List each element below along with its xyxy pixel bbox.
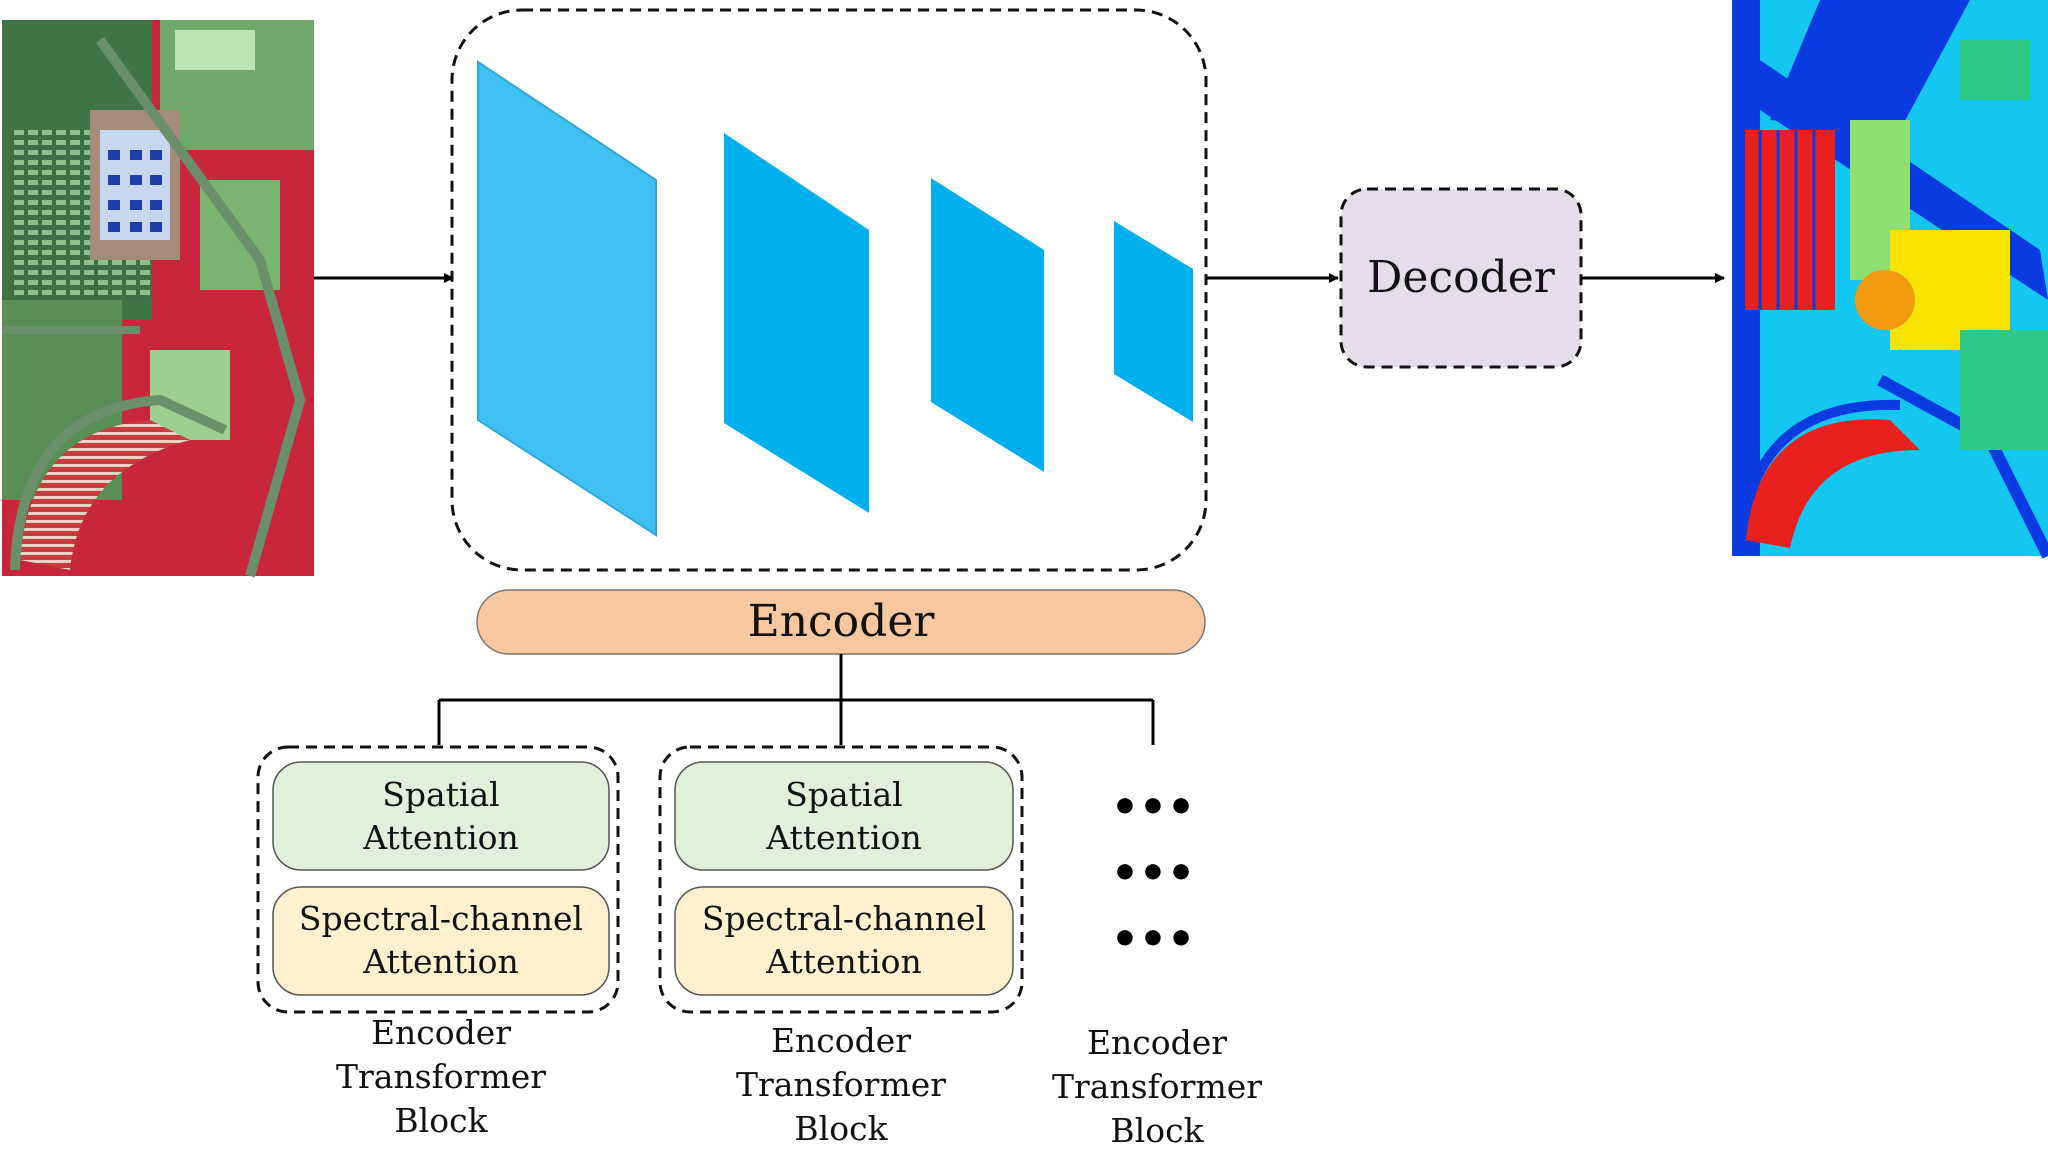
- encoder-label: Encoder: [748, 596, 936, 647]
- block-2-spectral-attention-box: [674, 886, 1014, 996]
- block-1-spectral-attention-box: [272, 886, 610, 996]
- block-2-spatial-attention-box: [674, 761, 1014, 871]
- ellipsis-row-1: •••: [1111, 782, 1195, 833]
- feature-layer-4: [1114, 221, 1193, 422]
- block-1-spatial-line-1: Spatial: [382, 775, 499, 814]
- ellipsis-block: ••• ••• ••• Encoder Transformer Block: [1052, 782, 1262, 1150]
- ellipsis-caption-line-3: Block: [1110, 1111, 1204, 1150]
- block-2-caption-line-3: Block: [794, 1109, 888, 1148]
- block-2-spatial-line-2: Attention: [765, 818, 922, 857]
- ellipsis-row-2: •••: [1111, 848, 1195, 899]
- feature-layer-1: [477, 60, 657, 537]
- feature-layer-3: [931, 178, 1044, 472]
- block-2-frame: [658, 745, 1024, 1014]
- block-1-caption-line-3: Block: [394, 1101, 488, 1140]
- encoder-region: [450, 8, 1208, 572]
- output-image: [1732, 0, 2048, 559]
- ellipsis-caption-line-2: Transformer: [1052, 1067, 1262, 1106]
- block-1-spectral-line-2: Attention: [362, 942, 519, 981]
- encoder-transformer-block-2: Spatial Attention Spectral-channel Atten…: [658, 745, 1024, 1148]
- encoder-connectors: [437, 654, 1155, 745]
- block-1-frame: [256, 745, 620, 1014]
- block-1-spatial-line-2: Attention: [362, 818, 519, 857]
- block-2-spectral-line-2: Attention: [765, 942, 922, 981]
- block-2-spatial-line-1: Spatial: [785, 775, 902, 814]
- decoder-label: Decoder: [1367, 252, 1556, 303]
- feature-layer-2: [724, 133, 869, 513]
- block-2-caption-line-1: Encoder: [771, 1021, 911, 1060]
- block-2-caption-line-2: Transformer: [736, 1065, 946, 1104]
- block-1-caption-line-2: Transformer: [336, 1057, 546, 1096]
- ellipsis-caption-line-1: Encoder: [1087, 1023, 1227, 1062]
- input-image: [2, 20, 314, 578]
- ellipsis-row-3: •••: [1111, 914, 1195, 965]
- block-1-spectral-line-1: Spectral-channel: [299, 899, 583, 938]
- block-2-spectral-line-1: Spectral-channel: [702, 899, 986, 938]
- encoder-feature-layers: [477, 60, 1193, 537]
- block-1-caption-line-1: Encoder: [371, 1013, 511, 1052]
- block-1-spatial-attention-box: [272, 761, 610, 871]
- encoder-transformer-block-1: Spatial Attention Spectral-channel Atten…: [256, 745, 620, 1140]
